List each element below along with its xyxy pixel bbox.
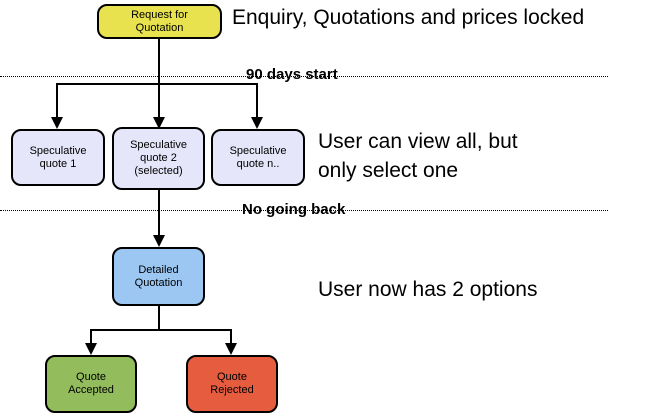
arrowhead-to-quote2 [153, 117, 165, 129]
connector-detailed-down [158, 305, 160, 331]
node-detailed-quotation: Detailed Quotation [112, 247, 205, 306]
node-request-for-quotation: Request for Quotation [97, 4, 222, 39]
connector-to-accepted [90, 329, 92, 344]
connector-to-quote1 [56, 83, 58, 119]
node-quote-rejected: Quote Rejected [186, 355, 278, 413]
annotation-two-options: User now has 2 options [318, 278, 538, 301]
node-speculative-quote-2: Speculative quote 2 (selected) [112, 127, 205, 190]
arrowhead-to-quote1 [51, 117, 63, 129]
connector-to-quoten [256, 83, 258, 119]
node-speculative-quote-1: Speculative quote 1 [11, 129, 105, 186]
connector-branch2 [90, 329, 232, 331]
phase-separator-line-1 [0, 76, 608, 77]
annotation-enquiry-locked: Enquiry, Quotations and prices locked [232, 6, 585, 29]
annotation-90-days-start: 90 days start [246, 66, 338, 83]
annotation-no-going-back: No going back [242, 201, 346, 218]
connector-quote2-detailed [158, 189, 160, 236]
node-speculative-quote-n: Speculative quote n.. [211, 129, 305, 186]
arrowhead-to-quoten [251, 117, 263, 129]
arrowhead-to-accepted [85, 343, 97, 355]
arrowhead-to-detailed [153, 235, 165, 247]
phase-separator-line-2 [0, 210, 608, 211]
annotation-view-all: User can view all, but only select one [318, 130, 518, 182]
connector-rfq-down [158, 38, 160, 84]
connector-branch1 [56, 83, 258, 85]
node-quote-accepted: Quote Accepted [45, 355, 137, 413]
connector-to-rejected [230, 329, 232, 344]
connector-to-quote2 [158, 83, 160, 119]
arrowhead-to-rejected [225, 343, 237, 355]
